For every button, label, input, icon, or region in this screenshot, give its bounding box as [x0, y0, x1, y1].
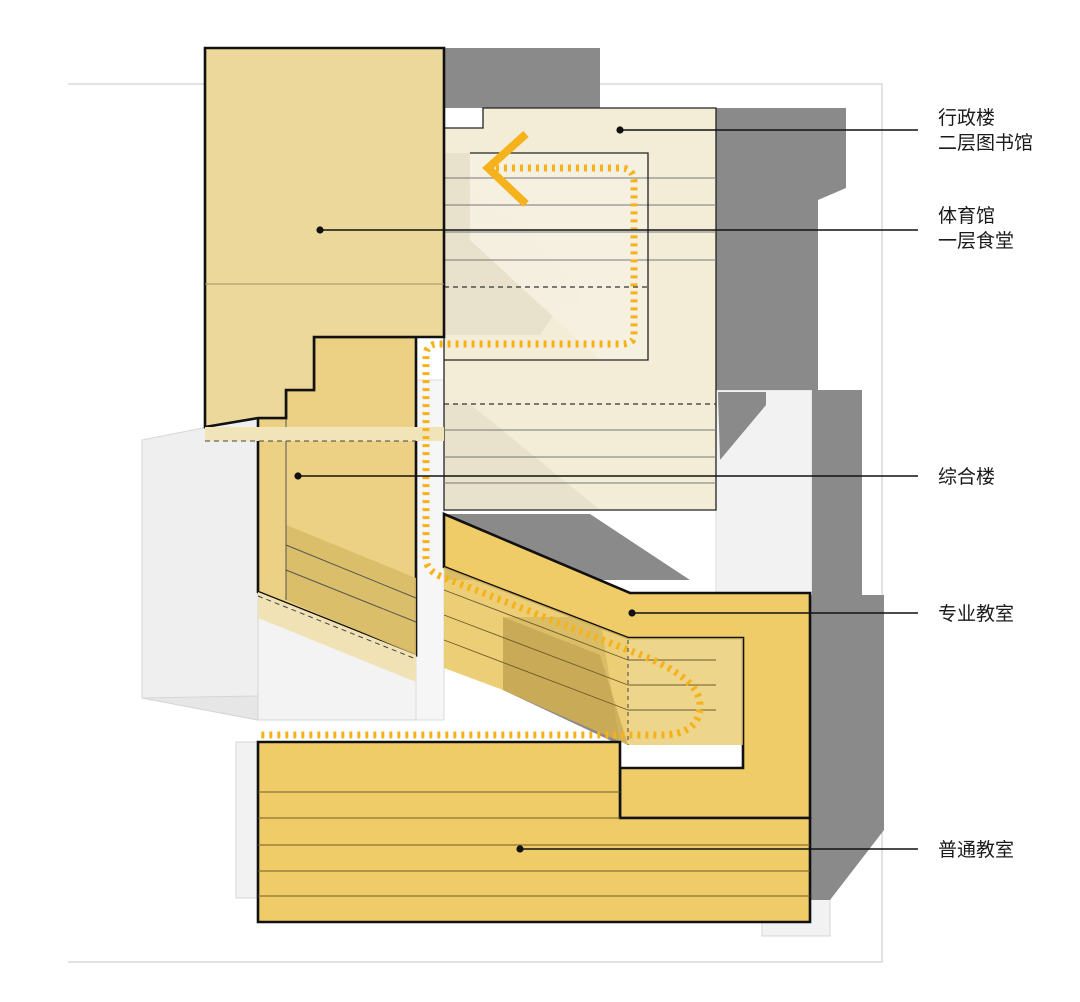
label-gym-line1: 体育馆: [938, 205, 995, 227]
label-admin-line1: 行政楼: [938, 107, 995, 129]
leader-admin-dot: [616, 126, 624, 134]
label-gym-line2: 一层食堂: [938, 230, 1014, 252]
leader-complex-dot: [294, 472, 302, 480]
leader-gym-dot: [316, 226, 324, 234]
special-classroom-building: [442, 512, 812, 820]
leader-special-dot: [628, 609, 636, 617]
path-arrowhead-icon: [482, 131, 529, 207]
complex-building: [256, 335, 418, 682]
gym-building: [203, 46, 446, 442]
leader-general-dot: [516, 845, 524, 853]
label-complex: 综合楼: [938, 466, 995, 488]
circulation-path: [258, 131, 704, 739]
label-admin-line2: 二层图书馆: [938, 132, 1033, 154]
general-classroom-building: [256, 740, 812, 924]
admin-building: [443, 107, 717, 511]
labels: 行政楼 二层图书馆 体育馆 一层食堂 综合楼 专业教室 普通教室: [938, 107, 1033, 861]
label-special: 专业教室: [938, 603, 1014, 625]
leader-lines: [294, 126, 918, 853]
label-general: 普通教室: [938, 839, 1014, 861]
